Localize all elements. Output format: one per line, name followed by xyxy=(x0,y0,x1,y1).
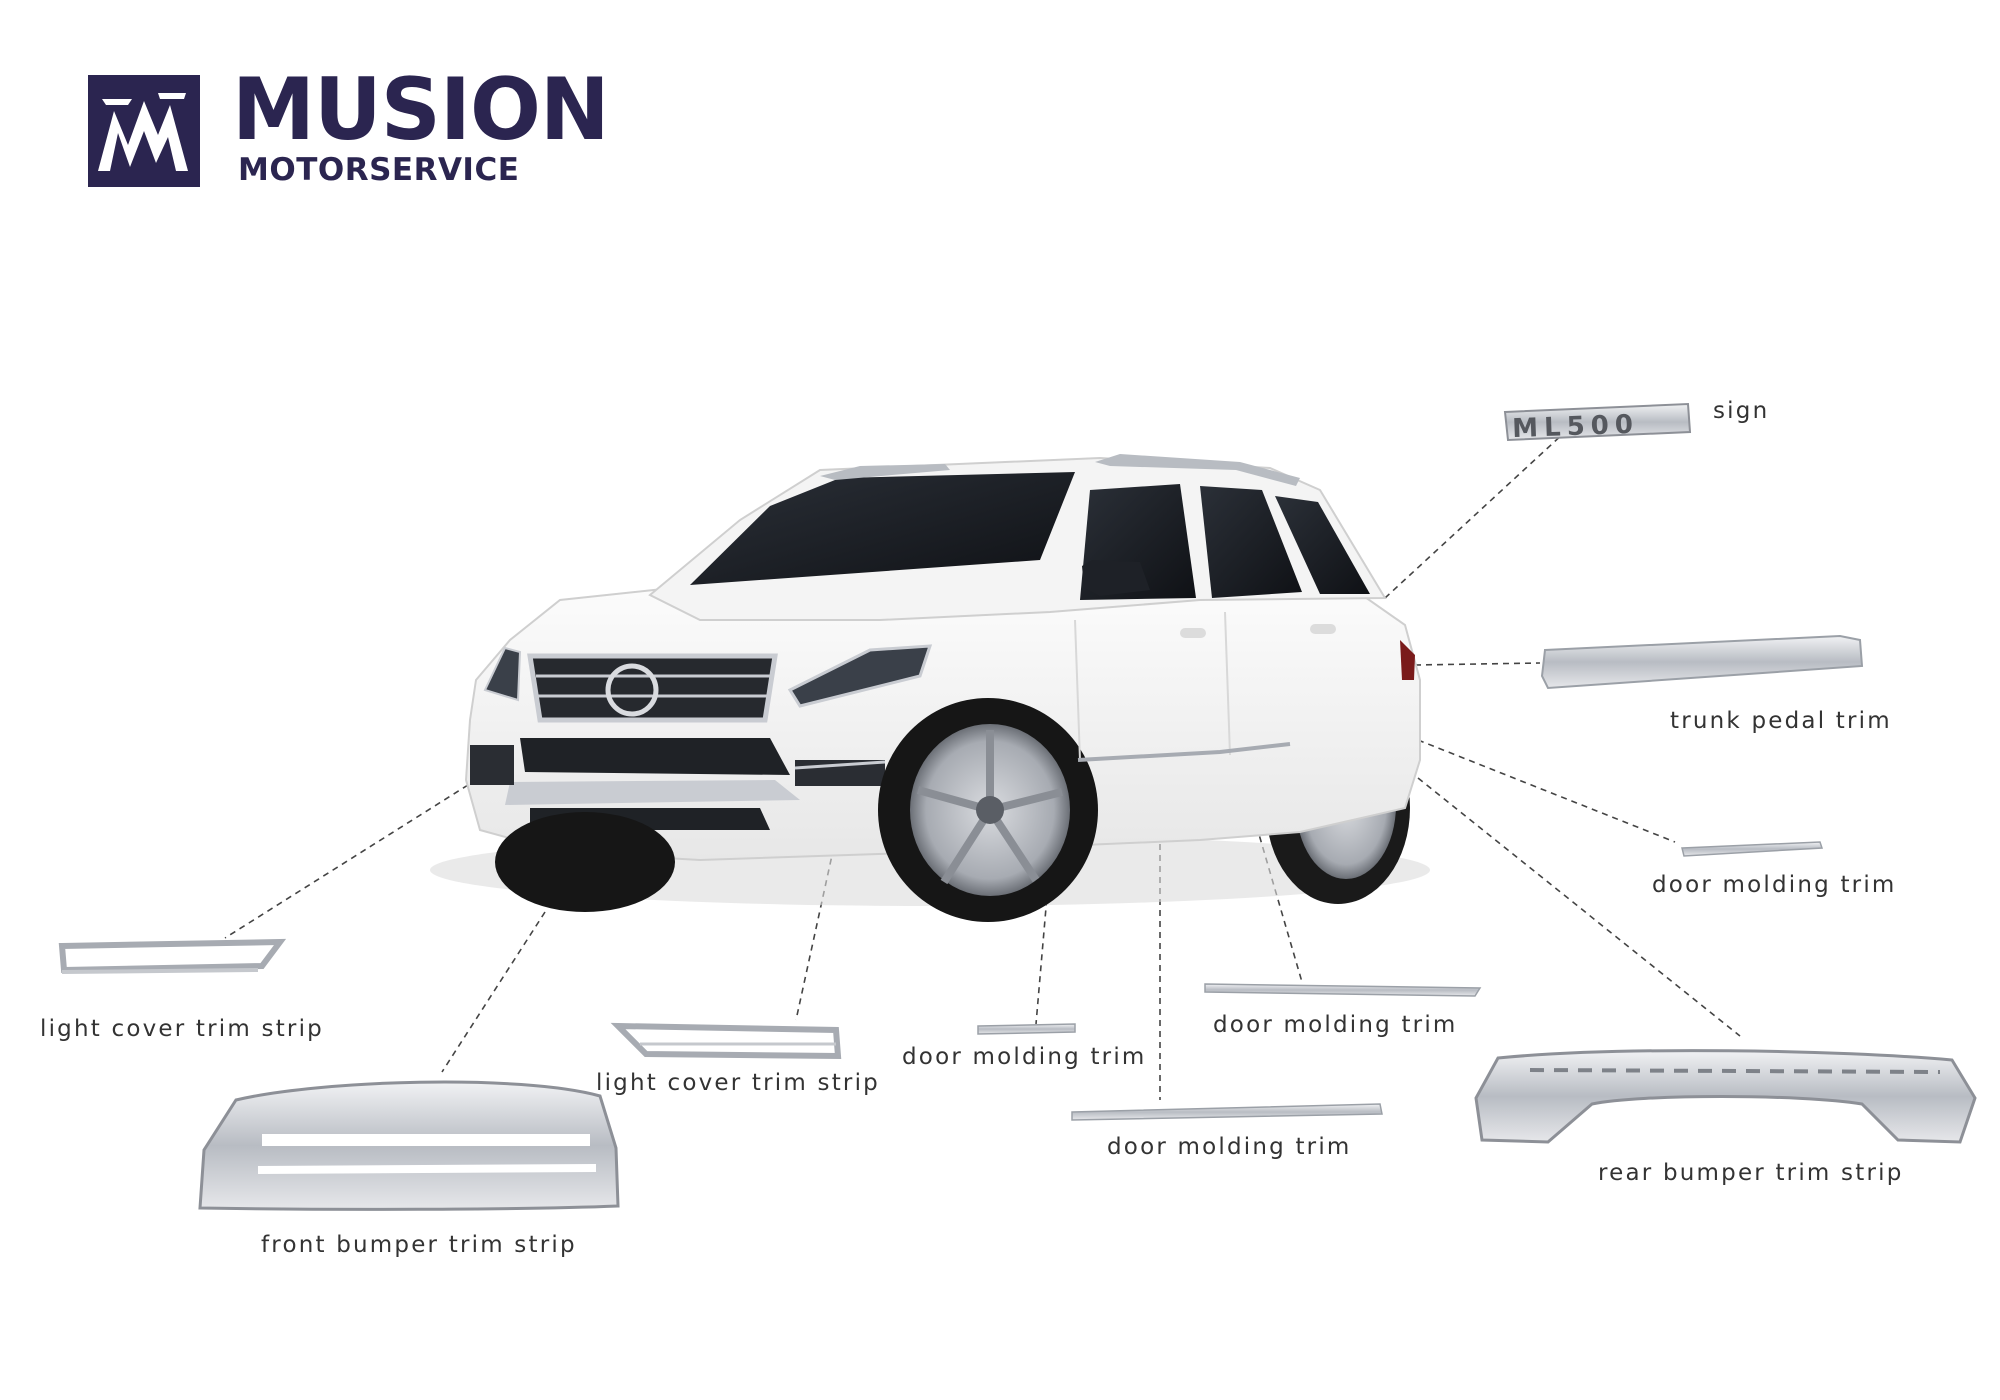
door-molding-trim-short-part xyxy=(977,1023,1076,1035)
front-tire xyxy=(495,812,675,912)
taillight xyxy=(1400,640,1415,680)
part-label-front-bumper-trim-strip: front bumper trim strip xyxy=(261,1232,577,1258)
part-label-door-molding-trim-long: door molding trim xyxy=(1107,1134,1352,1160)
headlight-right xyxy=(787,644,933,708)
part-label-door-molding-trim-rear: door molding trim xyxy=(1652,872,1897,898)
leader-line-door-molding-rear xyxy=(1417,739,1676,843)
light-cover-trim-strip-center-part xyxy=(610,1022,842,1060)
badge-text: ML500 xyxy=(1512,410,1640,444)
part-label-light-cover-trim-strip-center: light cover trim strip xyxy=(596,1070,880,1096)
side-mirror xyxy=(1082,560,1150,596)
side-window-rear xyxy=(1200,486,1302,598)
light-cover-trim-strip-left-part xyxy=(58,938,287,974)
door-molding-trim-rear-part xyxy=(1681,841,1824,857)
leader-line-front-bumper xyxy=(441,911,546,1073)
windshield xyxy=(690,472,1075,585)
part-label-light-cover-trim-strip-left: light cover trim strip xyxy=(40,1016,324,1042)
ml500-badge: ML500 xyxy=(1503,402,1692,444)
part-label-rear-bumper-trim-strip: rear bumper trim strip xyxy=(1598,1160,1904,1186)
lower-air-intake xyxy=(520,738,790,775)
part-label-door-molding-trim-upper: door molding trim xyxy=(1213,1012,1458,1038)
leader-line-trunk-pedal xyxy=(1414,662,1541,666)
brand-emblem-icon xyxy=(605,663,659,717)
headlight-left xyxy=(483,646,522,702)
leader-line-door-molding-upper xyxy=(1234,751,1303,983)
rear-quarter-window xyxy=(1275,496,1370,594)
door-handle-front xyxy=(1180,628,1206,638)
trunk-pedal-trim-part xyxy=(1540,634,1864,690)
front-grille xyxy=(527,653,778,723)
front-bumper-trim-strip-part xyxy=(198,1080,620,1211)
roof-rail-left xyxy=(820,464,950,480)
leader-line-rear-bumper xyxy=(1417,777,1741,1037)
part-label-door-molding-trim-short: door molding trim xyxy=(902,1044,1147,1070)
part-label-trunk-pedal-trim: trunk pedal trim xyxy=(1670,708,1892,734)
part-label-sign: sign xyxy=(1713,398,1770,424)
fog-light-left xyxy=(470,745,514,785)
leader-line-sign xyxy=(1384,431,1566,599)
brand-name: MUSION xyxy=(232,60,610,160)
door-molding-chrome xyxy=(1077,742,1291,762)
musion-logo-icon xyxy=(88,75,200,187)
door-molding-trim-upper-part xyxy=(1204,983,1482,997)
brand-tagline: MOTORSERVICE xyxy=(238,152,520,188)
rear-bumper-trim-strip-part xyxy=(1474,1049,1977,1144)
front-bumper-chrome xyxy=(505,780,800,805)
door-handle-rear xyxy=(1310,624,1336,634)
door-molding-trim-long-part xyxy=(1071,1103,1383,1121)
leader-line-door-molding-short xyxy=(1035,767,1059,1025)
leader-line-light-cover-left xyxy=(224,784,469,939)
roof-rail-right xyxy=(1095,454,1300,486)
